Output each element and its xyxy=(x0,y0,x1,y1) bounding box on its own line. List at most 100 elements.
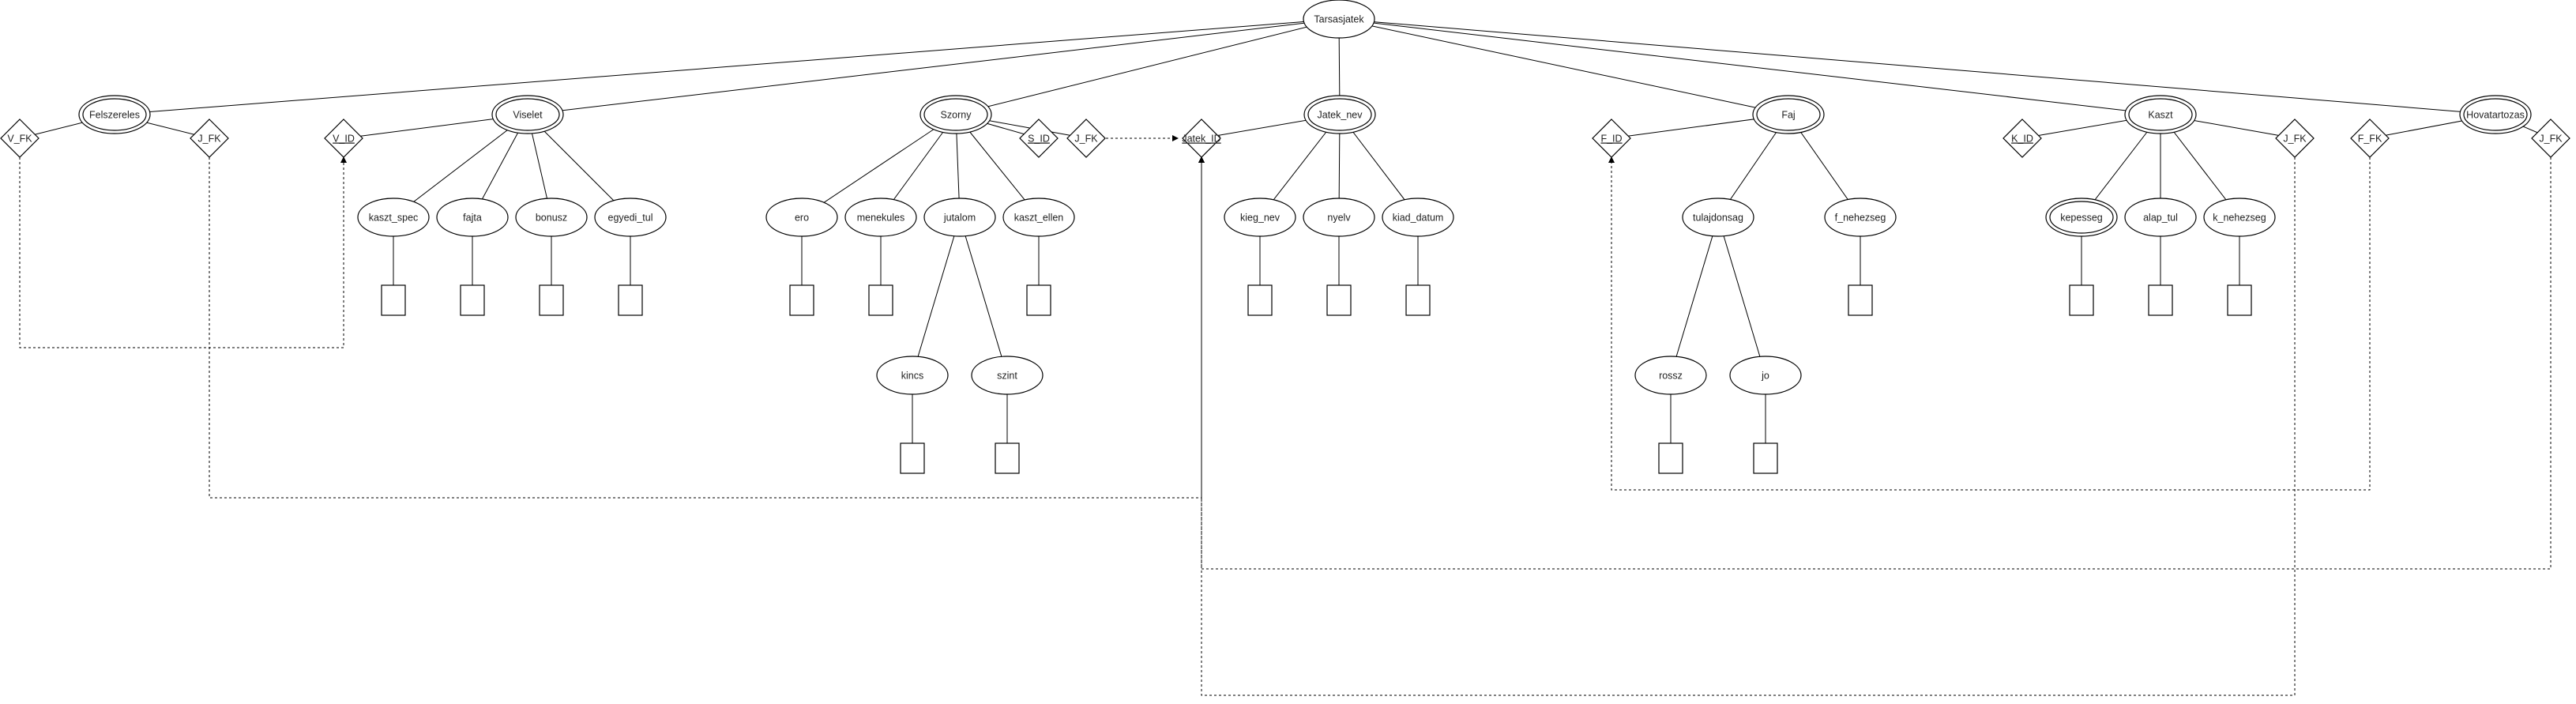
ellipse-inner-shape xyxy=(2128,98,2193,131)
ellipse-shape xyxy=(1824,198,1897,237)
node-szint[interactable]: szint xyxy=(971,356,1044,395)
node-label: szint xyxy=(997,371,1017,382)
node-label: kaszt_spec xyxy=(369,213,419,224)
diamond-shape xyxy=(1019,119,1059,158)
node-label: J_FK xyxy=(1074,134,1098,145)
node-b_kincs[interactable] xyxy=(900,442,925,474)
node-viselet[interactable]: Viselet xyxy=(491,95,564,134)
ellipse-shape xyxy=(923,198,996,237)
attribute-box xyxy=(2148,284,2173,316)
node-alap_tul[interactable]: alap_tul xyxy=(2124,198,2197,237)
node-kieg_nev[interactable]: kieg_nev xyxy=(1224,198,1296,237)
node-jutalom[interactable]: jutalom xyxy=(923,198,996,237)
ellipse-inner-shape xyxy=(2049,201,2114,234)
node-j_fk2[interactable]: J_FK xyxy=(1066,119,1106,158)
node-hovatartozas[interactable]: Hovatartozas xyxy=(2459,95,2532,134)
ellipse-shape xyxy=(2203,198,2276,237)
node-b_kepesseg[interactable] xyxy=(2069,284,2094,316)
node-tulajdonsag[interactable]: tulajdonsag xyxy=(1682,198,1754,237)
node-b_f_nehezseg[interactable] xyxy=(1848,284,1873,316)
node-b_menekules[interactable] xyxy=(868,284,893,316)
node-j_fk1[interactable]: J_FK xyxy=(190,119,229,158)
node-f_fk[interactable]: F_FK xyxy=(2350,119,2390,158)
node-f_id[interactable]: F_ID xyxy=(1592,119,1631,158)
node-b_alap_tul[interactable] xyxy=(2148,284,2173,316)
node-label: Felszereles xyxy=(89,110,140,121)
attribute-box xyxy=(460,284,485,316)
node-b_egyedi_tul[interactable] xyxy=(618,284,643,316)
node-b_kaszt_ellen[interactable] xyxy=(1026,284,1051,316)
node-j_fk4[interactable]: J_FK xyxy=(2531,119,2570,158)
node-egyedi_tul[interactable]: egyedi_tul xyxy=(594,198,667,237)
attribute-box xyxy=(539,284,564,316)
attribute-box xyxy=(1026,284,1051,316)
node-b_kaszt_spec[interactable] xyxy=(381,284,406,316)
edge-viselet-kaszt_spec xyxy=(393,114,528,218)
node-b_kieg_nev[interactable] xyxy=(1247,284,1273,316)
node-label: Kaszt xyxy=(2148,110,2173,121)
node-label: rossz xyxy=(1659,371,1683,382)
node-felszereles[interactable]: Felszereles xyxy=(78,95,151,134)
node-jatek_id[interactable]: Jatek_ID xyxy=(1182,119,1221,158)
node-bonusz[interactable]: bonusz xyxy=(515,198,588,237)
diamond-shape xyxy=(1066,119,1106,158)
node-fajta[interactable]: fajta xyxy=(436,198,509,237)
node-jo[interactable]: jo xyxy=(1729,356,1802,395)
node-b_szint[interactable] xyxy=(995,442,1020,474)
node-faj[interactable]: Faj xyxy=(1752,95,1825,134)
node-v_id[interactable]: V_ID xyxy=(324,119,363,158)
node-kiad_datum[interactable]: kiad_datum xyxy=(1382,198,1454,237)
node-kincs[interactable]: kincs xyxy=(876,356,949,395)
node-b_bonusz[interactable] xyxy=(539,284,564,316)
reference-j_fk3-to-jatek_id xyxy=(1198,156,2296,696)
attribute-box xyxy=(995,442,1020,474)
node-s_id[interactable]: S_ID xyxy=(1019,119,1059,158)
node-menekules[interactable]: menekules xyxy=(844,198,917,237)
node-label: menekules xyxy=(857,213,904,224)
node-tarsasjatek[interactable]: Tarsasjatek xyxy=(1303,0,1375,39)
node-label: Hovatartozas xyxy=(2466,110,2525,121)
ellipse-shape xyxy=(1634,356,1707,395)
node-b_kiad_datum[interactable] xyxy=(1405,284,1431,316)
node-kepesseg[interactable]: kepesseg xyxy=(2045,198,2118,237)
attribute-box xyxy=(2227,284,2252,316)
node-label: bonusz xyxy=(536,213,567,224)
node-b_jo[interactable] xyxy=(1753,442,1778,474)
edge-tarsasjatek-faj xyxy=(1338,18,1789,115)
node-label: Szorny xyxy=(941,110,972,121)
ellipse-inner-shape xyxy=(1756,98,1821,131)
references-layer xyxy=(19,135,2552,696)
node-b_fajta[interactable] xyxy=(460,284,485,316)
node-k_id[interactable]: K_ID xyxy=(2003,119,2042,158)
node-label: nyelv xyxy=(1327,213,1351,224)
diamond-shape xyxy=(0,119,39,158)
node-j_fk3[interactable]: J_FK xyxy=(2275,119,2315,158)
node-b_k_nehezseg[interactable] xyxy=(2227,284,2252,316)
node-b_rossz[interactable] xyxy=(1658,442,1683,474)
node-label: egyedi_tul xyxy=(608,213,653,224)
node-jatek_nev[interactable]: Jatek_nev xyxy=(1303,95,1376,134)
node-kaszt_ellen[interactable]: kaszt_ellen xyxy=(1002,198,1075,237)
node-b_ero[interactable] xyxy=(789,284,814,316)
node-k_nehezseg[interactable]: k_nehezseg xyxy=(2203,198,2276,237)
node-label: kepesseg xyxy=(2060,213,2103,224)
node-label: Viselet xyxy=(513,110,543,121)
node-szorny[interactable]: Szorny xyxy=(919,95,992,134)
node-b_nyelv[interactable] xyxy=(1326,284,1352,316)
reference-f_fk-to-f_id xyxy=(1608,156,2371,491)
node-ero[interactable]: ero xyxy=(765,198,838,237)
node-f_nehezseg[interactable]: f_nehezseg xyxy=(1824,198,1897,237)
node-rossz[interactable]: rossz xyxy=(1634,356,1707,395)
ellipse-inner-shape xyxy=(1307,98,1372,131)
attribute-box xyxy=(1247,284,1273,316)
node-label: f_nehezseg xyxy=(1835,213,1886,224)
node-nyelv[interactable]: nyelv xyxy=(1303,198,1375,237)
node-label: J_FK xyxy=(2283,134,2307,145)
node-kaszt_spec[interactable]: kaszt_spec xyxy=(357,198,430,237)
diamond-shape xyxy=(1182,119,1221,158)
node-v_fk[interactable]: V_FK xyxy=(0,119,39,158)
ellipse-shape xyxy=(436,198,509,237)
node-kaszt[interactable]: Kaszt xyxy=(2124,95,2197,134)
